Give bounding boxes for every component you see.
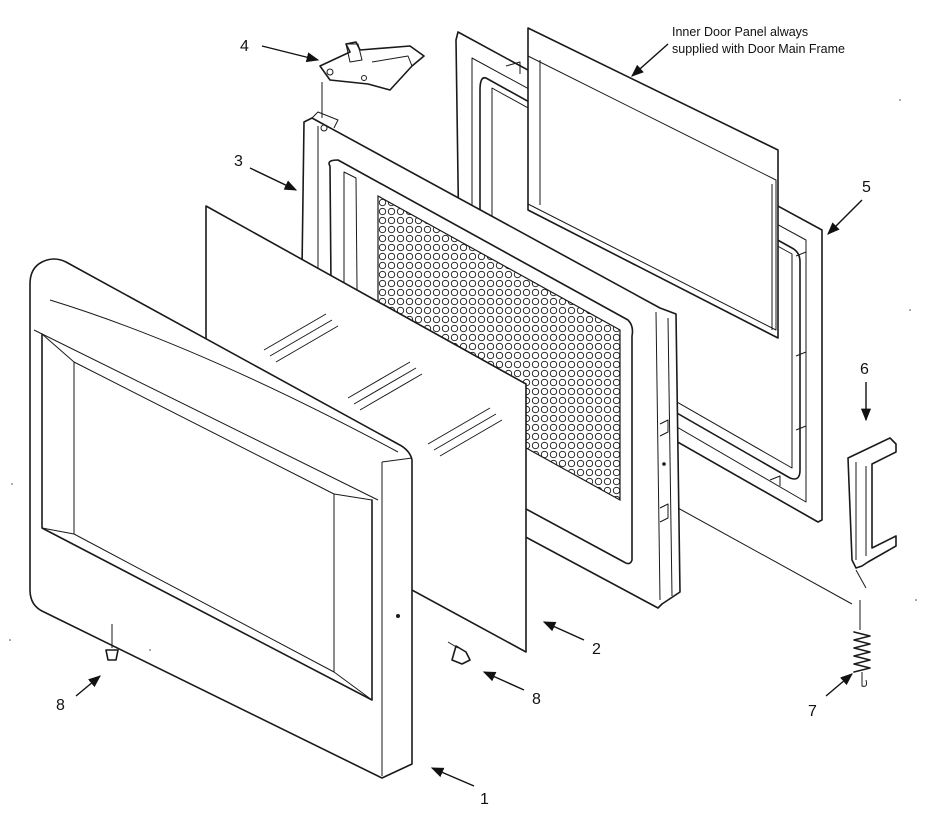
callout-label-7: 7	[808, 703, 817, 720]
callout-arrow-1	[430, 767, 475, 787]
callout-arrow-8-bottom	[75, 675, 101, 697]
callout-arrow-5	[827, 199, 863, 235]
callout-arrow-4	[261, 45, 320, 63]
callout-arrow-8-side	[482, 671, 525, 691]
screw-side	[447, 641, 471, 665]
door-front-cover	[29, 258, 413, 779]
hinge-bracket	[319, 41, 425, 96]
spring-attach-leader	[677, 507, 853, 605]
callout-arrow-note	[631, 43, 669, 77]
latch-hook	[847, 437, 897, 589]
callout-label-1: 1	[480, 791, 489, 808]
callout-label-3: 3	[234, 153, 243, 170]
latch-spring	[853, 600, 871, 687]
scan-artifacts	[9, 99, 917, 651]
note-label-line2: supplied with Door Main Frame	[672, 42, 845, 56]
callout-label-8-bottom: 8	[56, 697, 65, 714]
note-label-line1: Inner Door Panel always	[672, 25, 808, 39]
callout-arrow-3	[249, 167, 298, 191]
callout-arrow-7	[825, 673, 853, 697]
callout-arrow-2	[542, 621, 585, 641]
inner-panel-window-sheet	[527, 27, 779, 339]
callout-label-4: 4	[240, 38, 249, 55]
callout-label-5: 5	[862, 179, 871, 196]
callout-label-6: 6	[860, 361, 869, 378]
screw-bottom	[105, 624, 119, 661]
callout-label-8-side: 8	[532, 691, 541, 708]
callout-label-2: 2	[592, 641, 601, 658]
